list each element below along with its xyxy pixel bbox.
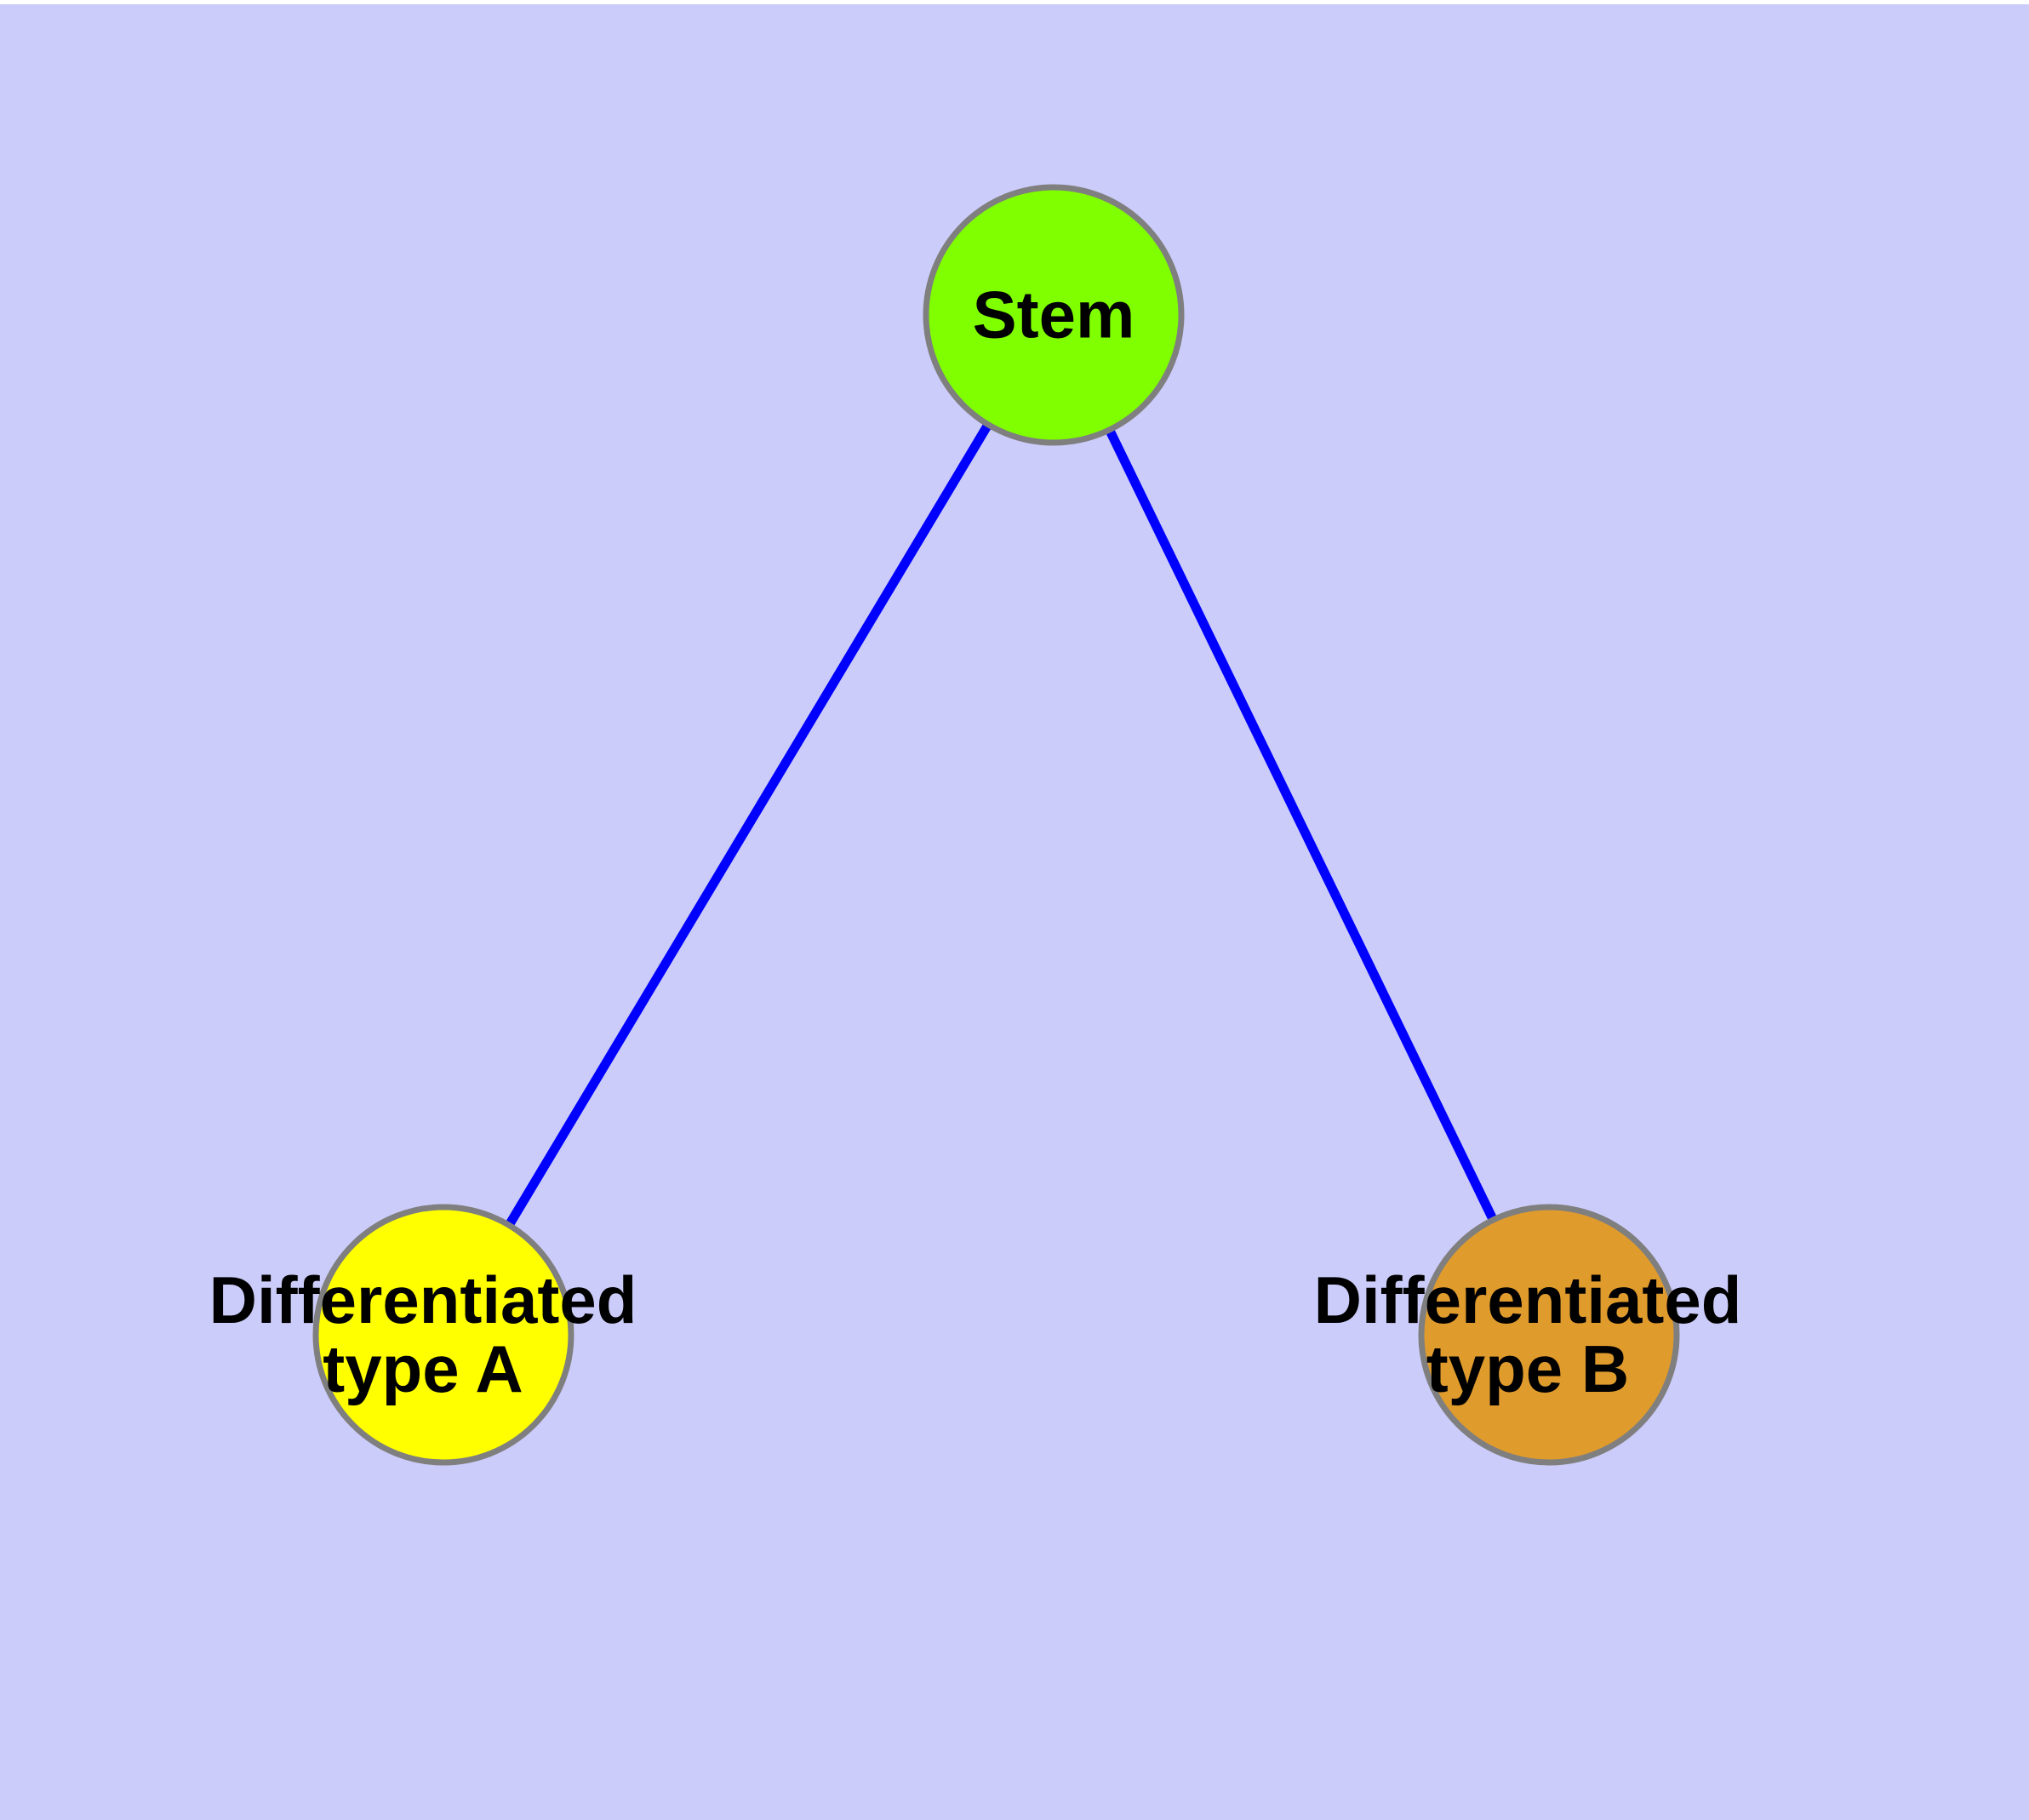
edge-layer <box>439 312 1553 1337</box>
node-circle-stem[interactable] <box>923 184 1185 446</box>
node-circle-diff-b[interactable] <box>1418 1204 1680 1466</box>
edge-stem-b[interactable] <box>1049 312 1553 1337</box>
node-layer <box>312 184 1680 1466</box>
node-circle-diff-a[interactable] <box>312 1204 574 1466</box>
edge-stem-a[interactable] <box>439 312 1058 1337</box>
